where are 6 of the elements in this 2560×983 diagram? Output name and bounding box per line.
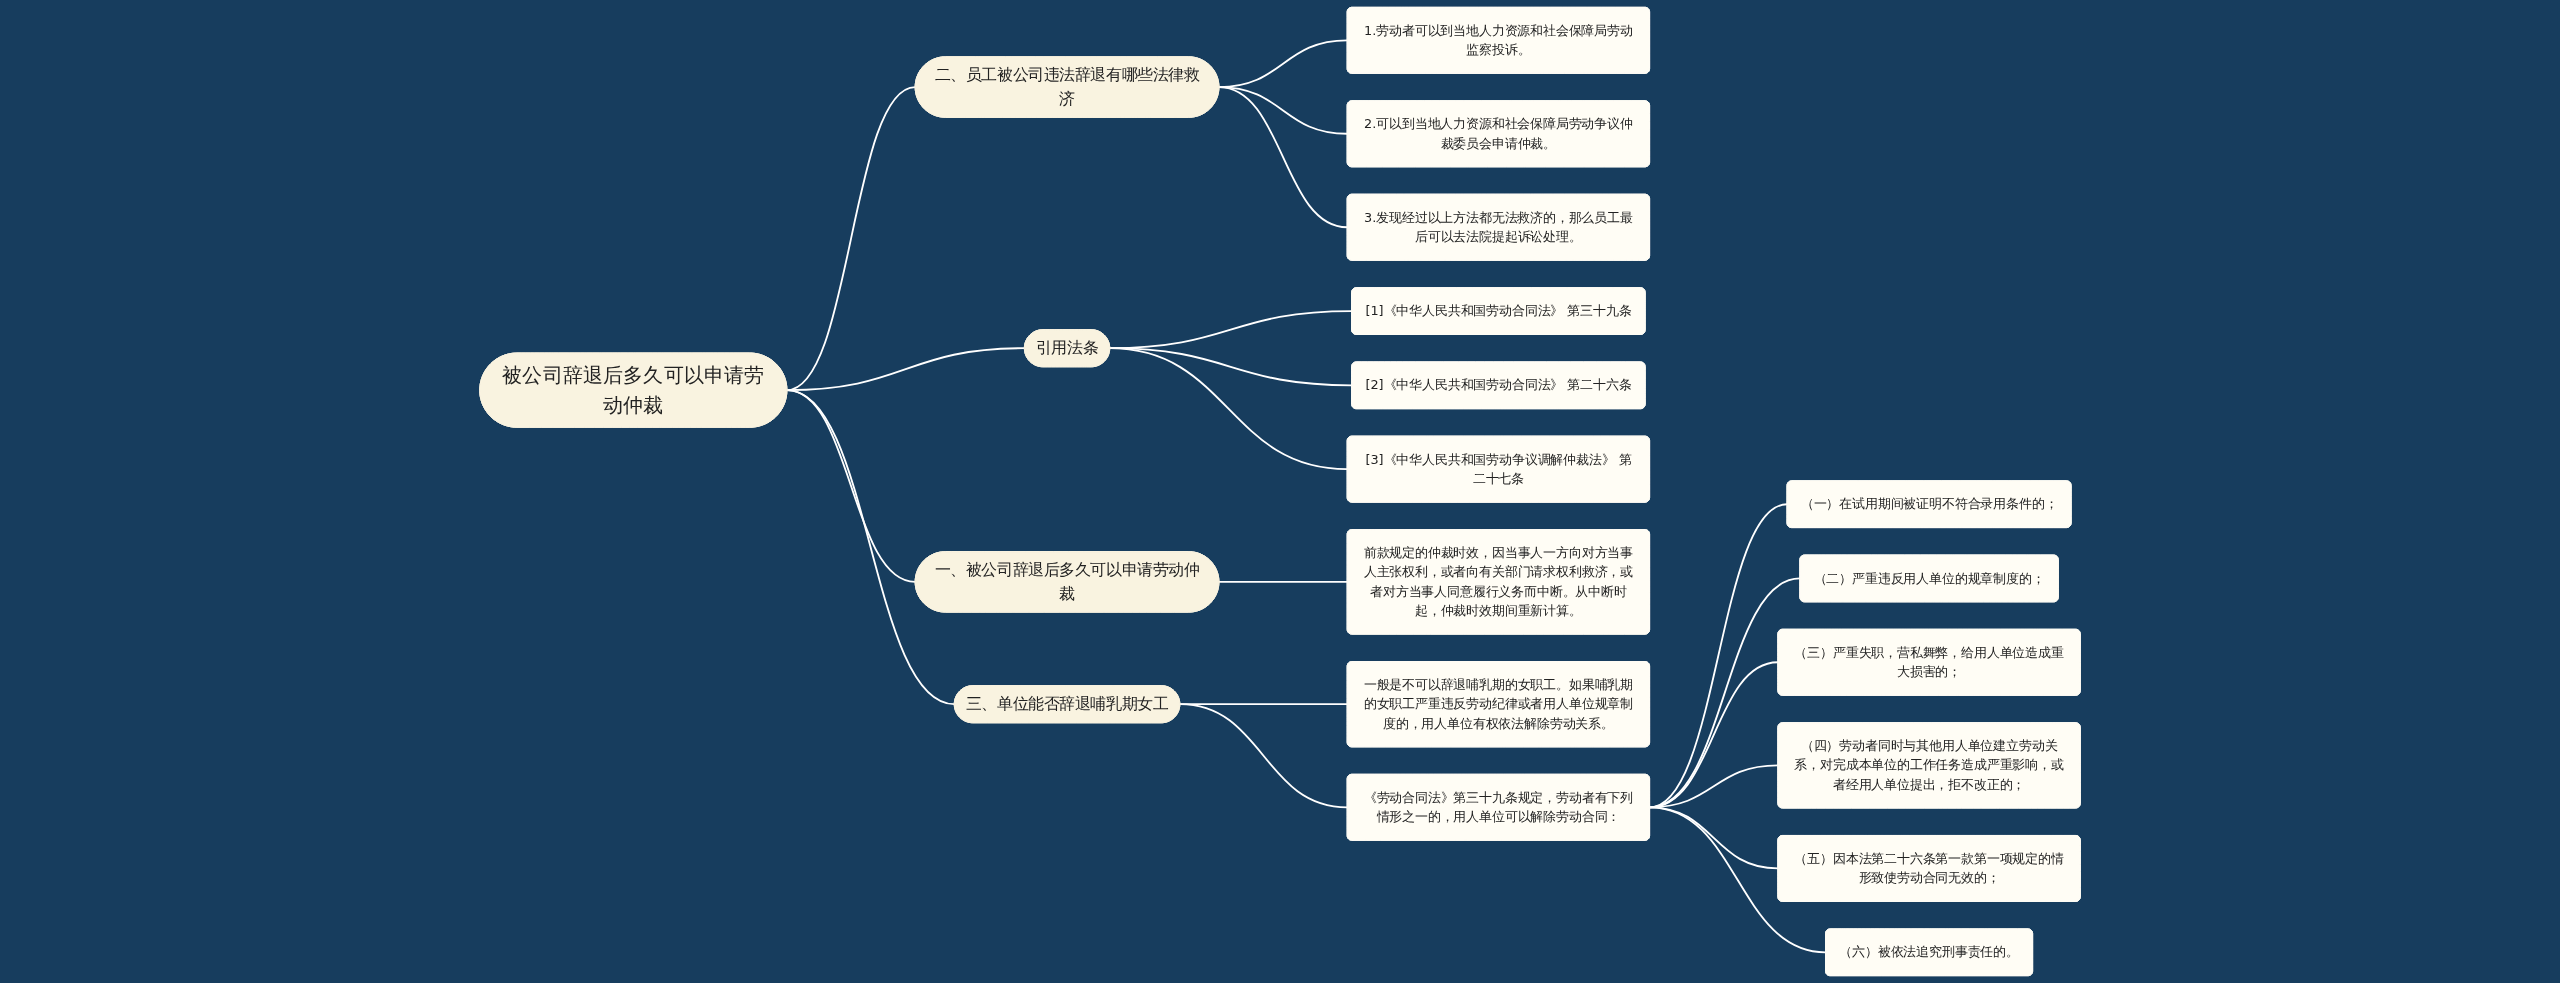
connector	[1178, 703, 1349, 809]
connector	[1108, 347, 1349, 471]
connector	[1218, 86, 1349, 229]
connector	[1218, 580, 1349, 583]
connector	[1648, 806, 1827, 954]
connector	[785, 389, 956, 706]
